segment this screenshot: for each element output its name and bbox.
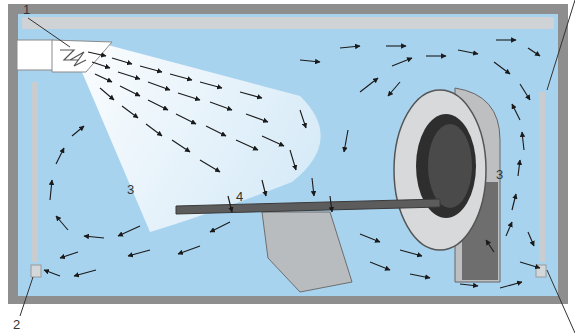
airflow-arrow bbox=[122, 106, 138, 118]
airflow-arrow bbox=[512, 194, 516, 210]
airflow-arrow bbox=[410, 274, 430, 278]
airflow-arrow bbox=[200, 82, 222, 88]
airflow-arrow bbox=[300, 110, 306, 128]
airflow-arrow bbox=[528, 232, 534, 246]
airflow-arrow bbox=[386, 45, 406, 46]
airflow-arrow bbox=[400, 250, 422, 256]
airflow-arrow bbox=[460, 284, 478, 286]
leader-line bbox=[547, 0, 575, 90]
airflow-arrow bbox=[72, 126, 84, 136]
airflow-arrow bbox=[360, 234, 380, 242]
airflow-arrow bbox=[178, 93, 200, 100]
airflow-arrow bbox=[500, 282, 522, 288]
airflow-arrow bbox=[236, 140, 258, 150]
airflow-arrow bbox=[228, 196, 232, 212]
airflow-arrow bbox=[370, 262, 390, 270]
table-pedestal bbox=[262, 212, 352, 292]
room-wall bbox=[8, 4, 568, 304]
airflow-arrow bbox=[56, 216, 68, 230]
airflow-arrow bbox=[300, 60, 320, 62]
airflow-arrow bbox=[520, 84, 530, 100]
airflow-arrow bbox=[172, 140, 190, 152]
airflow-arrow bbox=[518, 160, 520, 176]
airflow-arrow bbox=[50, 180, 52, 200]
airflow-arrow bbox=[120, 86, 140, 96]
airflow-arrow bbox=[340, 46, 360, 48]
diffuser-vanes bbox=[60, 50, 86, 66]
airflow-arrow bbox=[84, 236, 104, 238]
airflow-arrows bbox=[44, 40, 540, 288]
airflow-arrow bbox=[240, 92, 262, 98]
gantry-ring bbox=[394, 90, 486, 250]
airflow-arrow bbox=[140, 66, 162, 72]
airflow-arrow bbox=[100, 88, 114, 100]
airflow-arrow bbox=[290, 150, 296, 170]
airflow-arrow bbox=[60, 252, 78, 258]
airflow-arrow bbox=[118, 72, 140, 79]
airflow-arrow bbox=[148, 100, 168, 110]
airflow-arrow bbox=[522, 132, 524, 150]
airflow-arrow bbox=[206, 126, 226, 136]
leader-line bbox=[28, 18, 70, 47]
gantry-bore-inner bbox=[428, 124, 472, 208]
airflow-arrow bbox=[210, 102, 232, 110]
wall-panel bbox=[32, 82, 38, 262]
airflow-arrow bbox=[178, 246, 200, 254]
airflow-arrow bbox=[95, 74, 112, 82]
leader-line bbox=[547, 270, 575, 333]
airflow-arrow bbox=[360, 78, 378, 92]
callout-number: 3 bbox=[127, 183, 134, 196]
callout-number: 1 bbox=[23, 3, 30, 16]
callout-number: 4 bbox=[236, 190, 243, 203]
airflow-arrow bbox=[458, 50, 478, 54]
leader-line bbox=[20, 277, 33, 316]
airflow-arrow bbox=[262, 136, 284, 146]
wall-panel bbox=[539, 92, 545, 262]
airflow-arrow bbox=[170, 74, 192, 80]
airflow-arrow bbox=[262, 180, 266, 196]
airflow-arrow bbox=[344, 130, 348, 152]
ceiling-panel bbox=[22, 17, 554, 29]
airflow-arrow bbox=[486, 240, 494, 252]
airflow-arrow bbox=[176, 114, 196, 124]
swirl-diffuser bbox=[52, 40, 112, 72]
patient-table bbox=[176, 199, 440, 214]
exhaust-vent bbox=[31, 265, 41, 277]
airflow-arrow bbox=[520, 262, 540, 268]
airflow-arrow bbox=[44, 270, 60, 276]
airflow-arrow bbox=[246, 114, 268, 122]
airflow-arrow bbox=[312, 178, 314, 196]
airflow-arrow bbox=[88, 52, 106, 56]
airflow-arrow bbox=[146, 124, 162, 136]
airflow-arrow bbox=[330, 196, 332, 212]
airflow-arrow bbox=[128, 250, 150, 256]
airflow-arrow bbox=[118, 226, 140, 236]
airflow-arrow bbox=[388, 82, 400, 96]
airflow-arrow bbox=[528, 48, 540, 56]
supply-duct bbox=[17, 40, 53, 70]
airflow-arrow bbox=[112, 58, 132, 64]
airflow-arrow bbox=[210, 222, 230, 232]
airflow-arrow bbox=[512, 104, 520, 120]
airflow-arrow bbox=[494, 62, 510, 74]
callout-number: 2 bbox=[13, 318, 20, 331]
airflow-arrow bbox=[496, 39, 516, 40]
airflow-arrow bbox=[392, 58, 412, 66]
callout-number: 3 bbox=[496, 168, 503, 181]
airflow-arrow bbox=[74, 270, 96, 276]
airflow-arrow bbox=[506, 222, 512, 236]
airflow-arrow bbox=[200, 160, 220, 172]
airflow-arrow bbox=[92, 62, 110, 68]
airflow-arrow bbox=[148, 82, 170, 90]
airflow-arrow bbox=[56, 148, 64, 164]
airflow-arrow bbox=[426, 55, 446, 56]
room-air bbox=[18, 14, 558, 296]
